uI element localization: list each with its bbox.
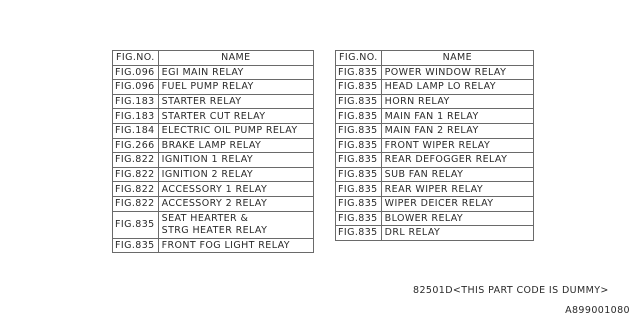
fig-no-header: FIG.NO.	[335, 50, 382, 66]
fig-no-cell: FIG.835	[335, 79, 382, 95]
name-header: NAME	[157, 50, 315, 66]
fig-no-cell: FIG.183	[112, 93, 159, 110]
relay-name-cell: FRONT FOG LIGHT RELAY	[157, 237, 315, 254]
table-header-row: FIG.NO. NAME	[112, 50, 315, 66]
relay-name-cell: MAIN FAN 2 RELAY	[380, 122, 535, 139]
table-header-row: FIG.NO. NAME	[335, 50, 535, 66]
fig-no-cell: FIG.822	[112, 152, 159, 168]
relay-name-cell: ELECTRIC OIL PUMP RELAY	[157, 122, 315, 139]
relay-name-cell: REAR DEFOGGER RELAY	[380, 152, 535, 168]
relay-name-cell: BLOWER RELAY	[380, 210, 535, 227]
fig-no-cell: FIG.835	[335, 122, 382, 139]
fig-no-cell: FIG.096	[112, 64, 159, 81]
fig-no-header: FIG.NO.	[112, 50, 159, 66]
relay-name-cell: MAIN FAN 1 RELAY	[380, 108, 535, 124]
fig-no-cell: FIG.835	[335, 93, 382, 110]
relay-name-cell: FUEL PUMP RELAY	[157, 79, 315, 95]
relay-name-cell: REAR WIPER RELAY	[380, 181, 535, 197]
diagram-id: A899001080	[565, 305, 630, 316]
relay-name-cell: DRL RELAY	[380, 225, 535, 241]
relay-name-cell: BRAKE LAMP RELAY	[157, 137, 315, 154]
relay-name-cell: FRONT WIPER RELAY	[380, 137, 535, 154]
name-header: NAME	[380, 50, 535, 66]
relay-name-cell: POWER WINDOW RELAY	[380, 64, 535, 81]
fig-no-cell: FIG.835	[335, 210, 382, 227]
relay-name-cell: IGNITION 1 RELAY	[157, 152, 315, 168]
fig-no-cell: FIG.835	[335, 152, 382, 168]
relay-name-cell: ACCESSORY 2 RELAY	[157, 195, 315, 212]
fig-no-cell: FIG.835	[335, 195, 382, 212]
relay-name-cell: EGI MAIN RELAY	[157, 64, 315, 81]
relay-name-cell: ACCESSORY 1 RELAY	[157, 181, 315, 197]
fig-no-cell: FIG.822	[112, 181, 159, 197]
fig-no-cell: FIG.835	[335, 108, 382, 124]
fig-no-cell: FIG.835	[335, 166, 382, 183]
fig-no-cell: FIG.835	[335, 225, 382, 241]
relay-name-cell: HORN RELAY	[380, 93, 535, 110]
fig-no-cell: FIG.835	[335, 137, 382, 154]
fig-no-cell: FIG.266	[112, 137, 159, 154]
part-code-note: 82501D<THIS PART CODE IS DUMMY>	[413, 285, 609, 296]
fig-no-cell: FIG.835	[112, 237, 159, 254]
fig-no-cell: FIG.096	[112, 79, 159, 95]
fig-no-cell: FIG.835	[335, 64, 382, 81]
fig-no-cell: FIG.822	[112, 195, 159, 212]
relay-name-cell: STARTER RELAY	[157, 93, 315, 110]
relay-name-cell: HEAD LAMP LO RELAY	[380, 79, 535, 95]
fig-no-cell: FIG.183	[112, 108, 159, 124]
fig-no-cell: FIG.184	[112, 122, 159, 139]
relay-name-cell: WIPER DEICER RELAY	[380, 195, 535, 212]
fig-no-cell: FIG.822	[112, 166, 159, 183]
relay-name-cell: SEAT HEARTER & STRG HEATER RELAY	[157, 210, 315, 239]
fig-no-cell: FIG.835	[335, 181, 382, 197]
relay-name-cell: SUB FAN RELAY	[380, 166, 535, 183]
relay-name-cell: IGNITION 2 RELAY	[157, 166, 315, 183]
relay-name-cell: STARTER CUT RELAY	[157, 108, 315, 124]
fig-no-cell: FIG.835	[112, 210, 159, 239]
